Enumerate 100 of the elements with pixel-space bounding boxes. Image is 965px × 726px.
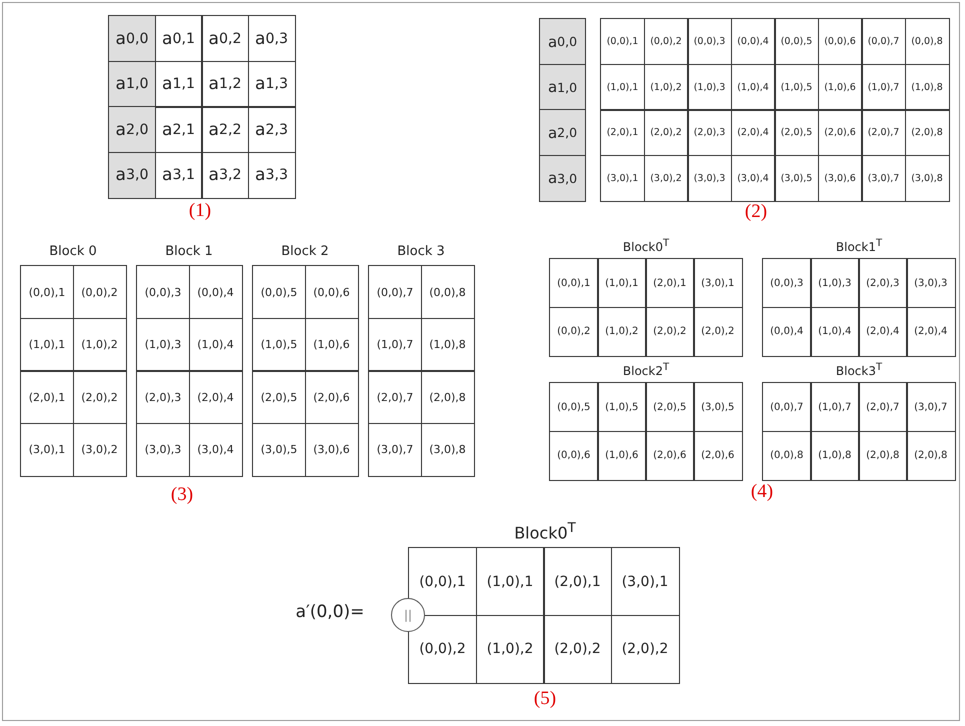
table-cell: (0,0),6 (818, 18, 862, 65)
table-cell: (2,0),3 (687, 109, 732, 156)
table-cell: (0,0),8 (762, 430, 812, 480)
table-title: Block2$^{T}$ (622, 362, 670, 378)
table-cell: (2,0),2 (645, 306, 694, 356)
table-cell: (0,0),5 (549, 382, 598, 432)
table-title: Block 1 (165, 244, 213, 259)
table-cell: (1,0),7 (368, 318, 422, 372)
table-cell: (3,0),8 (904, 154, 950, 202)
table-cell: (0,0),7 (861, 18, 906, 65)
table-cell: (2,0),5 (774, 109, 819, 156)
table-cell: (2,0),7 (368, 370, 422, 424)
table-cell: (0,0),1 (600, 18, 645, 65)
table-cell: (3,0),2 (644, 154, 688, 202)
table-title: Block1$^{T}$ (836, 238, 882, 254)
table-cell: (3,0),4 (730, 154, 776, 202)
table-cell: (1,0),4 (188, 318, 242, 372)
table-cell: (1,0),6 (304, 318, 358, 372)
table-cell: (2,0),2 (610, 614, 680, 684)
table-cell: (2,0),2 (693, 306, 742, 356)
table-cell: (2,0),8 (904, 109, 950, 156)
table-cell: (3,0),1 (693, 258, 742, 308)
table-cell: (0,0),1 (549, 258, 598, 308)
table-cell: (2,0),4 (858, 306, 908, 356)
table-cell: (2,0),6 (693, 430, 742, 480)
table-cell: (2,0),6 (645, 430, 694, 480)
table-cell: (3,0),7 (861, 154, 906, 202)
table-cell: (0,0),3 (687, 18, 732, 65)
table-cell: (2,0),1 (543, 547, 612, 616)
table-title: Block0$^{T}$ (514, 521, 576, 542)
table-cell: (3,0),7 (906, 382, 956, 432)
table-cell: (2,0),2 (644, 109, 688, 156)
table-cell: (1,0),3 (810, 258, 860, 308)
panel-number: (3) (170, 484, 194, 506)
table-cell: (2,0),8 (858, 430, 908, 480)
table-cell: (0,0),6 (304, 265, 358, 319)
table-cell: (0,0),4 (188, 265, 242, 319)
table-cell: (0,0),6 (549, 430, 598, 480)
table-cell: (0,0),2 (549, 306, 598, 356)
table-cell: (1,0),7 (810, 382, 860, 432)
table-cell: (1,0),5 (252, 318, 306, 372)
table-cell: (3,0),4 (188, 422, 242, 476)
table-cell: (3,0),5 (774, 154, 819, 202)
table-cell: (1,0),8 (810, 430, 860, 480)
table-cell: (2,0),2 (543, 614, 612, 684)
table-cell: (3,0),6 (818, 154, 862, 202)
table-cell: (0,0),7 (368, 265, 422, 319)
table-cell: (1,0),4 (810, 306, 860, 356)
table-cell: (2,0),4 (906, 306, 956, 356)
table-cell: (2,0),7 (858, 382, 908, 432)
table-cell: (1,0),1 (476, 547, 544, 616)
panel-number: (2) (744, 201, 768, 223)
table-cell: (2,0),5 (252, 370, 306, 424)
table-cell: (1,0),3 (687, 64, 732, 110)
table-cell: (1,0),1 (20, 318, 74, 372)
panel-number: (1) (188, 200, 212, 222)
table-cell: (3,0),2 (72, 422, 126, 476)
table-cell: (2,0),3 (136, 370, 190, 424)
table-cell: (3,0),7 (368, 422, 422, 476)
table-cell: (3,0),5 (252, 422, 306, 476)
table-cell: (3,0),1 (600, 154, 645, 202)
table-cell: (0,0),5 (252, 265, 306, 319)
table-cell: (1,0),5 (774, 64, 819, 110)
table-cell: (2,0),1 (600, 109, 645, 156)
table-cell: (3,0),1 (610, 547, 680, 616)
table-cell: (2,0),4 (730, 109, 776, 156)
table-cell: (0,0),8 (420, 265, 474, 319)
table-cell: (0,0),3 (136, 265, 190, 319)
table-cell: (2,0),6 (304, 370, 358, 424)
table-cell: (3,0),6 (304, 422, 358, 476)
panel-number: (4) (750, 481, 774, 503)
table-cell: (1,0),6 (597, 430, 646, 480)
table-cell: (0,0),4 (730, 18, 776, 65)
table-cell: (1,0),5 (597, 382, 646, 432)
table-cell: (1,0),7 (861, 64, 906, 110)
table-cell: (1,0),1 (600, 64, 645, 110)
table-cell: (0,0),7 (762, 382, 812, 432)
table-cell: (2,0),5 (645, 382, 694, 432)
table-cell: (0,0),3 (762, 258, 812, 308)
table-cell: (2,0),7 (861, 109, 906, 156)
table-cell: (3,0),1 (20, 422, 74, 476)
table-cell: (1,0),8 (904, 64, 950, 110)
table-cell: (2,0),8 (906, 430, 956, 480)
table-cell: (1,0),8 (420, 318, 474, 372)
table-cell: (2,0),2 (72, 370, 126, 424)
table-cell: (0,0),8 (904, 18, 950, 65)
table-cell: (3,0),3 (136, 422, 190, 476)
table-cell: (0,0),4 (762, 306, 812, 356)
table-cell: (1,0),2 (597, 306, 646, 356)
operator-circle: || (391, 598, 425, 632)
table-cell: (2,0),1 (645, 258, 694, 308)
table-title: Block 3 (397, 244, 445, 259)
table-cell: (1,0),2 (476, 614, 544, 684)
table-cell: (2,0),8 (420, 370, 474, 424)
table-cell: (0,0),2 (72, 265, 126, 319)
table-cell: (1,0),6 (818, 64, 862, 110)
table-title: Block0$^{T}$ (622, 238, 670, 254)
table-cell: (2,0),6 (818, 109, 862, 156)
table-cell: (2,0),1 (20, 370, 74, 424)
panel-number: (5) (534, 688, 556, 710)
